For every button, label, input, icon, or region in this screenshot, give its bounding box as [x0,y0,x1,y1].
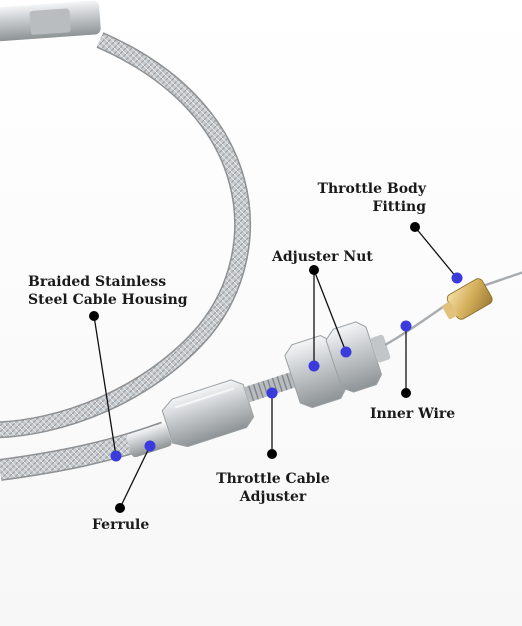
label-braided-housing: Braided Stainless Steel Cable Housing [28,274,188,308]
target-marker [451,272,463,284]
anchor-dot [401,388,411,398]
anchor-dot [410,222,420,232]
label-ferrule: Ferrule [92,517,150,533]
top-fitting [0,0,101,42]
adjuster-body [161,379,255,448]
target-marker [144,440,156,452]
target-marker [110,450,122,462]
anchor-dot [309,265,319,275]
target-marker [266,387,278,399]
label-inner-wire: Inner Wire [370,406,456,422]
label-throttle-body-fitting: Throttle Body Fitting [317,181,426,215]
label-throttle-cable-adjuster: Throttle Cable Adjuster [216,471,330,505]
anchor-dot [267,449,277,459]
adjuster-nuts [284,321,391,409]
target-markers [110,272,463,462]
target-marker [308,360,320,372]
label-adjuster-nut: Adjuster Nut [272,249,373,265]
ferrule-part [126,423,172,458]
throttle-body-fitting-part [442,278,493,320]
anchor-dot [115,503,125,513]
leader-lines [93,226,458,509]
target-marker [340,346,352,358]
anchor-dot [89,311,99,321]
anchor-dots [89,222,420,513]
target-marker [400,320,412,332]
